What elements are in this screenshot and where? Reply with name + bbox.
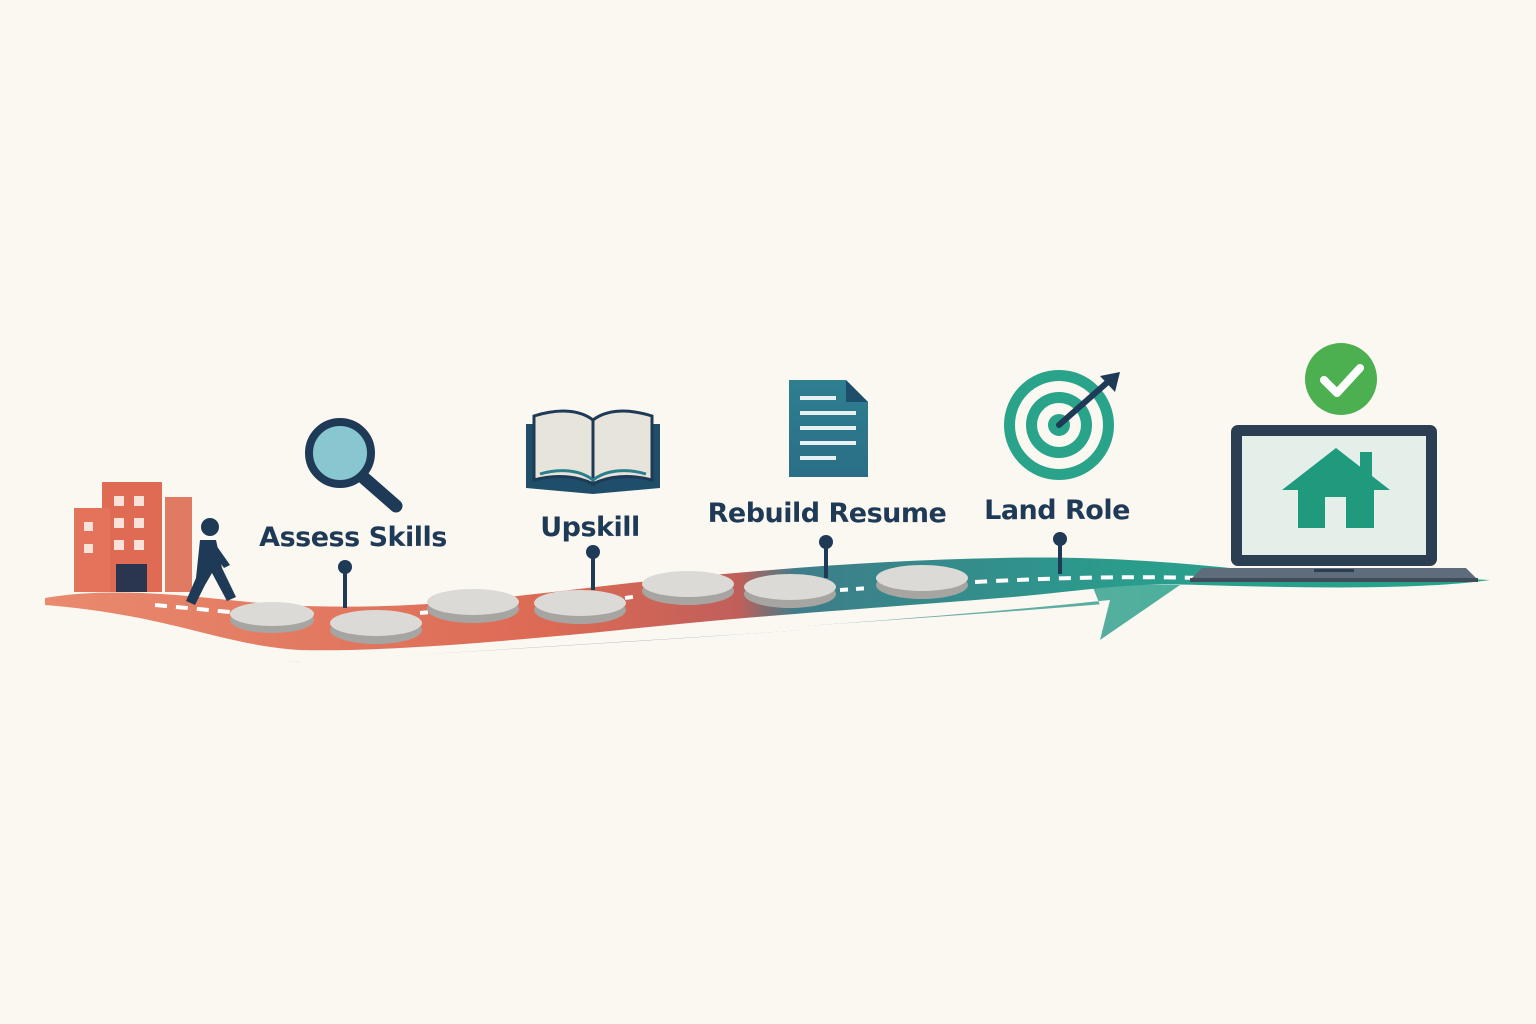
step-assess-skills: Assess Skills	[259, 418, 447, 608]
step-rebuild-resume: Rebuild Resume	[708, 380, 947, 578]
document-icon	[789, 380, 868, 477]
milestone-pin	[586, 545, 600, 590]
dashed-trail	[154, 575, 1201, 614]
magnifying-glass-icon	[305, 418, 403, 513]
step-label: Assess Skills	[259, 522, 447, 553]
home-icon	[1282, 448, 1390, 528]
office-building-icon	[74, 482, 192, 592]
checkmark-badge-icon	[1305, 343, 1377, 415]
step-label: Upskill	[540, 512, 640, 543]
milestone-pin	[819, 535, 833, 578]
stone	[744, 574, 836, 608]
milestone-pin	[1053, 532, 1067, 574]
stone	[642, 571, 734, 605]
milestone-pin	[338, 560, 352, 608]
stone	[330, 610, 422, 644]
goal-remote-work	[1190, 343, 1478, 582]
step-label: Rebuild Resume	[708, 498, 947, 529]
progress-arrow	[285, 585, 1180, 662]
stone	[534, 590, 626, 624]
target-icon	[1004, 370, 1120, 480]
stepping-stones	[230, 565, 968, 644]
stone	[876, 565, 968, 599]
open-book-icon	[526, 409, 660, 494]
walking-person-icon	[186, 518, 236, 605]
step-land-role: Land Role	[984, 370, 1130, 574]
step-upskill: Upskill	[526, 409, 660, 590]
stone	[230, 602, 314, 633]
stone	[427, 589, 519, 623]
step-label: Land Role	[984, 495, 1130, 526]
